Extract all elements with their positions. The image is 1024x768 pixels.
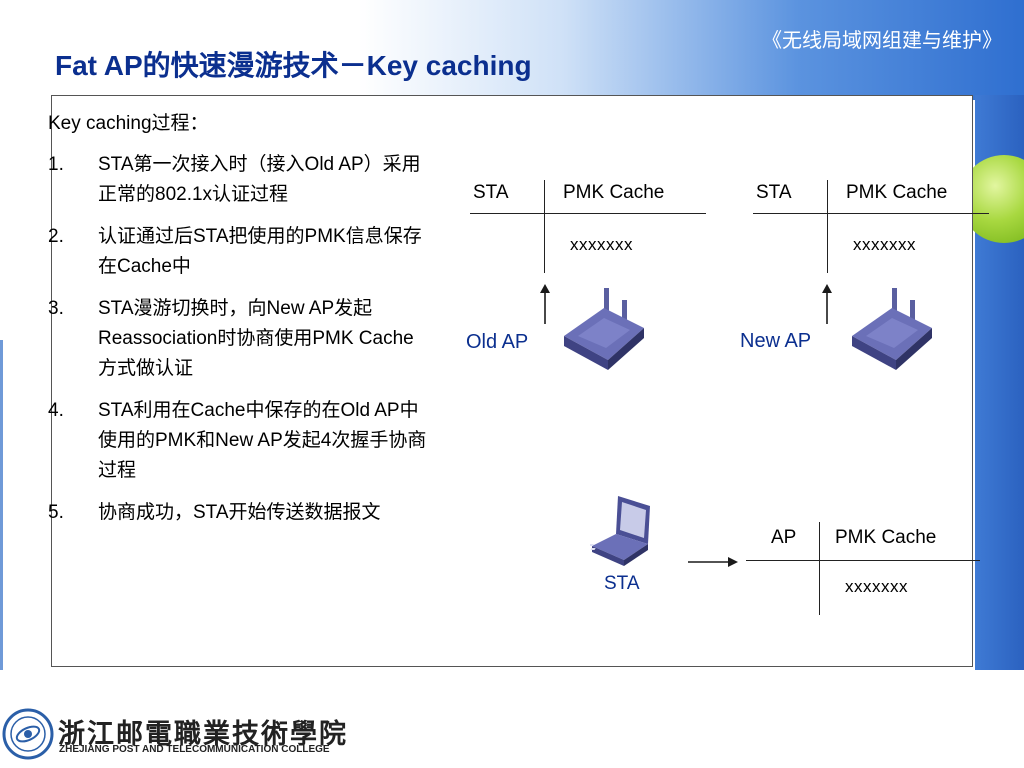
header-background: [0, 0, 1024, 100]
college-name-cn: 浙江邮電職業技術學院: [58, 719, 348, 750]
step-text: STA利用在Cache中保存的在Old AP中使用的PMK和New AP发起4次…: [98, 400, 427, 481]
up-arrow-new: [822, 284, 832, 324]
table-value: xxxxxxx: [853, 235, 916, 254]
step-item: 1. STA第一次接入时（接入Old AP）采用正常的802.1x认证过程: [48, 150, 438, 210]
table-col-ap: AP: [771, 527, 797, 548]
old-ap-label: Old AP: [466, 331, 529, 353]
right-arrow-sta: [688, 557, 738, 567]
table-col-pmk-cache: PMK Cache: [846, 182, 948, 203]
step-text: 协商成功，STA开始传送数据报文: [98, 502, 381, 523]
table-divider: [544, 180, 545, 273]
new-ap-router-icon: [852, 288, 932, 370]
step-text: STA第一次接入时（接入Old AP）采用正常的802.1x认证过程: [98, 154, 421, 205]
step-number: 1.: [48, 154, 64, 175]
step-item: 2. 认证通过后STA把使用的PMK信息保存在Cache中: [48, 222, 438, 282]
step-item: 5. 协商成功，STA开始传送数据报文: [48, 498, 438, 528]
college-name-en: ZHEJIANG POST AND TELECOMMUNICATION COLL…: [59, 744, 330, 755]
table-divider: [819, 522, 820, 615]
step-item: 4. STA利用在Cache中保存的在Old AP中使用的PMK和New AP发…: [48, 396, 438, 486]
step-number: 3.: [48, 298, 64, 319]
college-logo: [2, 708, 54, 760]
left-decor-strip: [0, 340, 3, 670]
step-number: 2.: [48, 226, 64, 247]
step-text: 认证通过后STA把使用的PMK信息保存在Cache中: [98, 226, 422, 277]
slide-title: Fat AP的快速漫游技术－Key caching: [55, 50, 532, 81]
step-number: 5.: [48, 502, 64, 523]
up-arrow-old: [540, 284, 550, 324]
step-text: STA漫游切换时，向New AP发起Reassociation时协商使用PMK …: [98, 298, 414, 379]
table-value: xxxxxxx: [570, 235, 633, 254]
old-ap-pmk-table: STA PMK Cache xxxxxxx: [470, 180, 710, 275]
table-col-pmk-cache: PMK Cache: [835, 527, 937, 548]
table-divider: [827, 180, 828, 273]
steps-heading: Key caching过程：: [48, 113, 209, 134]
old-ap-router-icon: [564, 288, 644, 370]
new-ap-pmk-table: STA PMK Cache xxxxxxx: [753, 180, 993, 275]
sta-pmk-table: AP PMK Cache xxxxxxx: [746, 522, 986, 617]
table-value: xxxxxxx: [845, 577, 908, 596]
step-number: 4.: [48, 400, 64, 421]
table-header-line: [470, 213, 706, 214]
table-col-sta: STA: [756, 182, 792, 203]
table-header-line: [746, 560, 980, 561]
table-col-pmk-cache: PMK Cache: [563, 182, 665, 203]
book-title: 《无线局域网组建与维护》: [762, 28, 1002, 52]
sta-label: STA: [604, 573, 640, 594]
new-ap-label: New AP: [740, 330, 812, 352]
sta-laptop-icon: [590, 496, 650, 566]
steps-list: 1. STA第一次接入时（接入Old AP）采用正常的802.1x认证过程 2.…: [48, 150, 438, 540]
step-item: 3. STA漫游切换时，向New AP发起Reassociation时协商使用P…: [48, 294, 438, 384]
table-col-sta: STA: [473, 182, 509, 203]
table-header-line: [753, 213, 989, 214]
